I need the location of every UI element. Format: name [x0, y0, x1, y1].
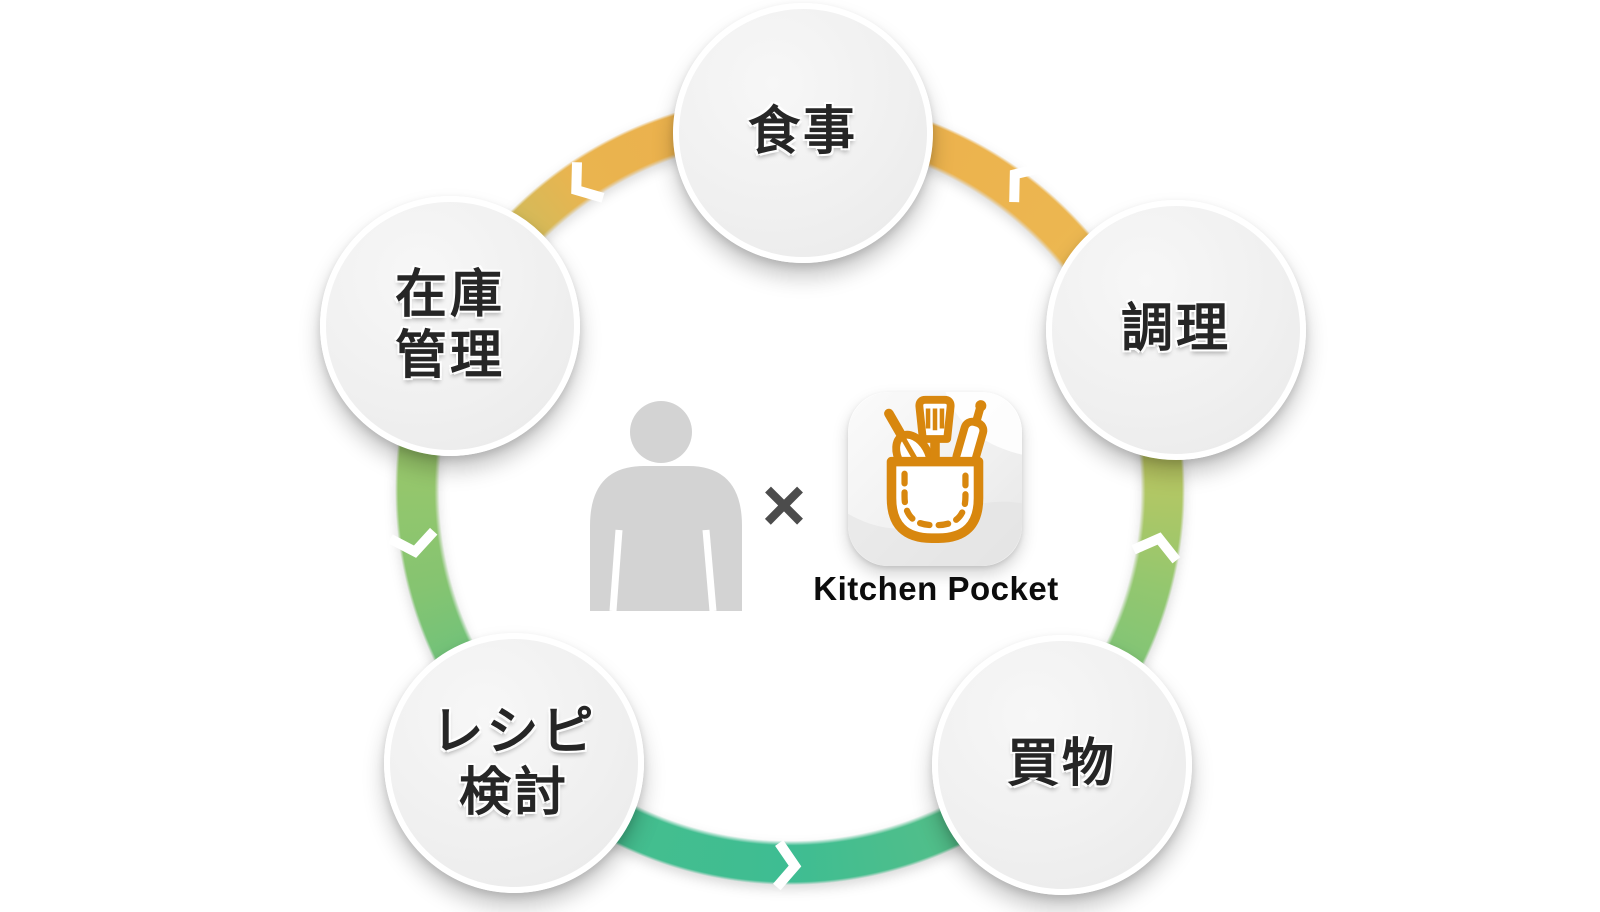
node-label: 在庫	[394, 265, 505, 324]
cycle-node-cooking: 調理	[1046, 200, 1306, 460]
cycle-node-meal: 食事	[673, 3, 933, 263]
kitchen-pocket-app-art	[848, 392, 1022, 566]
cycle-node-recipe-review: レシピ 検討	[384, 633, 644, 893]
node-label: 買物	[1006, 735, 1117, 794]
node-label-line2: 検討	[458, 764, 569, 822]
node-label: 食事	[747, 103, 858, 162]
flow-arrow-recipe-to-shopping	[773, 840, 802, 891]
kitchen-pocket-app-icon	[848, 392, 1022, 566]
flow-arrow-stock-to-recipe	[387, 527, 438, 558]
node-label-line2: 管理	[394, 327, 505, 385]
node-label: 調理	[1120, 300, 1231, 359]
multiply-symbol: ×	[761, 462, 807, 548]
cycle-node-shopping: 買物	[932, 635, 1192, 895]
flow-arrow-cooking-to-meal	[1009, 163, 1043, 203]
app-name-label: Kitchen Pocket	[813, 570, 1059, 607]
node-label: レシピ	[431, 702, 597, 761]
cycle-node-stock-management: 在庫 管理	[320, 196, 580, 456]
flow-arrow-meal-to-stock	[571, 162, 605, 203]
flow-arrow-shopping-to-cooking	[1131, 532, 1181, 564]
person-silhouette-icon	[590, 401, 742, 611]
